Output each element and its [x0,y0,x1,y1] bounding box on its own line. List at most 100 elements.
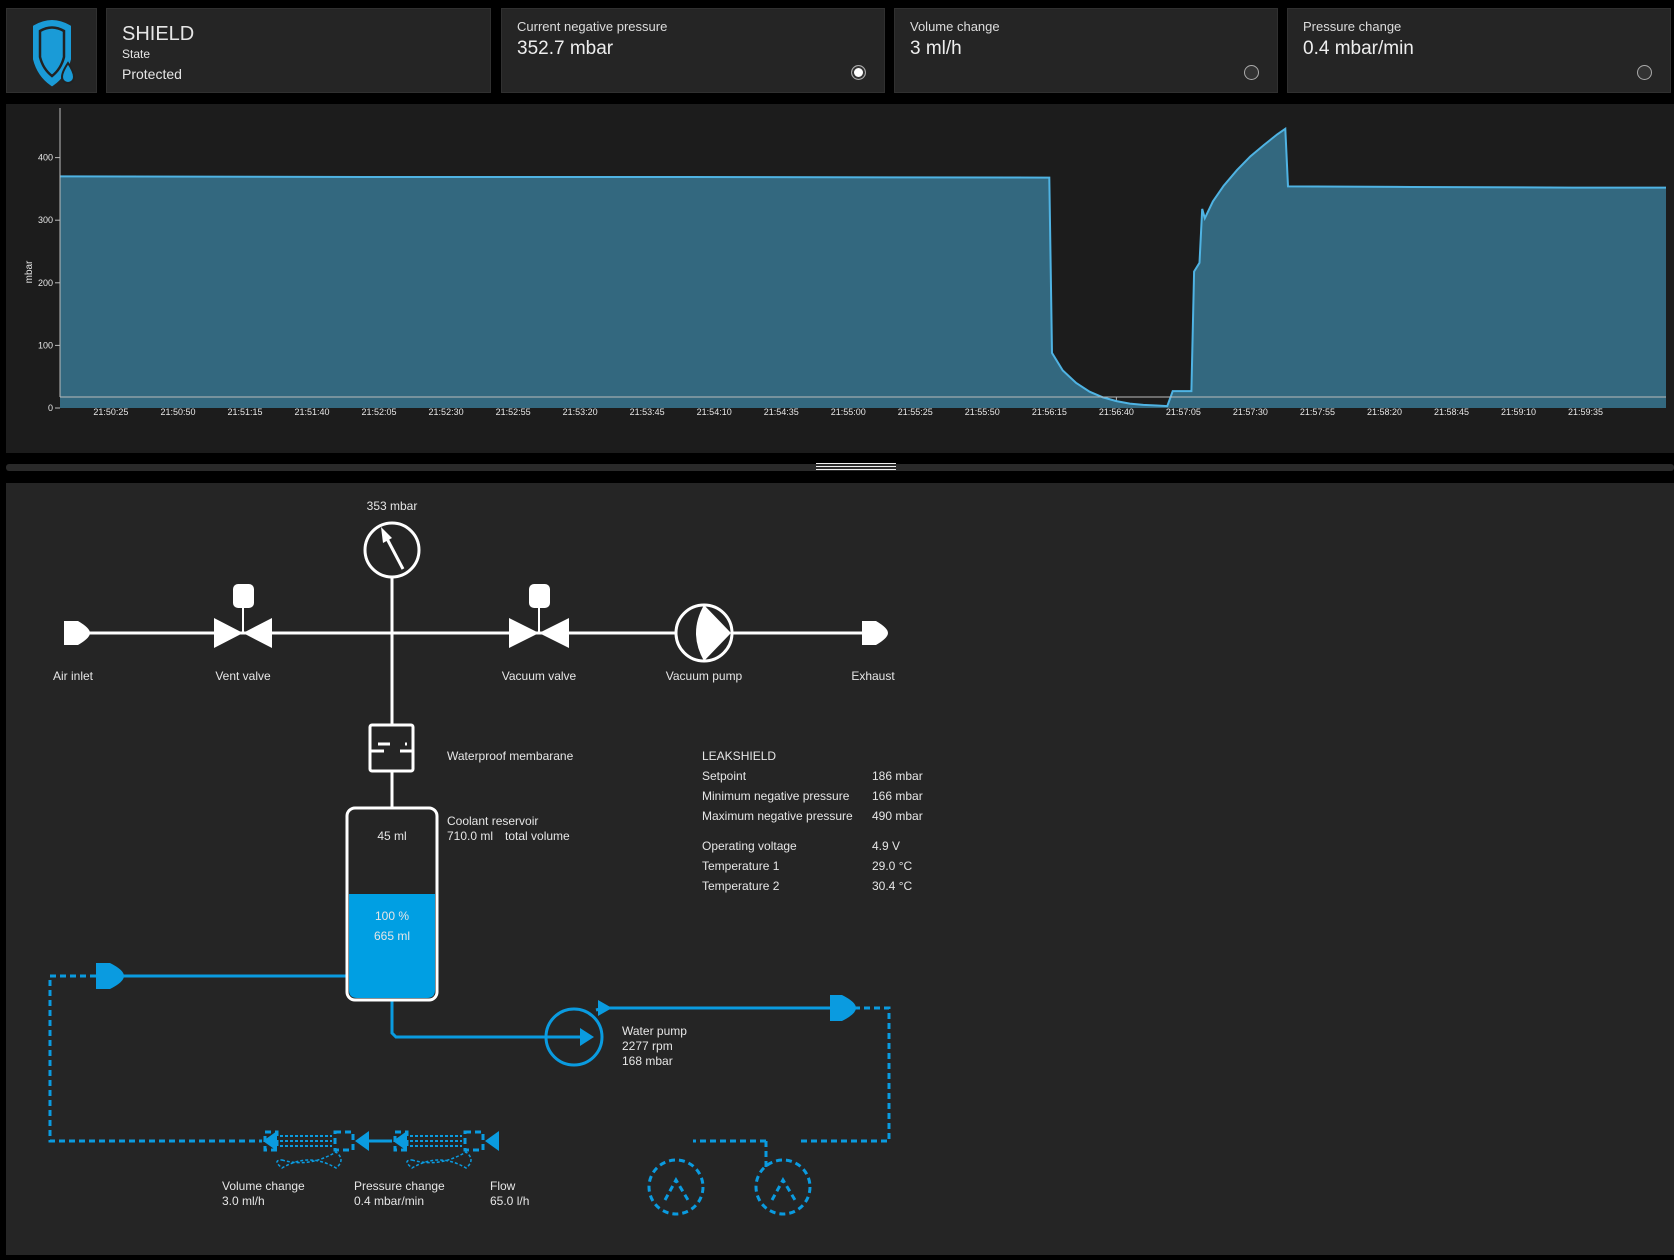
x-tick-label: 21:52:05 [362,407,397,417]
card-pressure-change[interactable]: Pressure change 0.4 mbar/min [1287,8,1671,93]
reservoir-total-label: total volume [505,829,570,843]
y-tick-label: 400 [38,153,53,163]
x-tick-label: 21:58:45 [1434,407,1469,417]
pump-outlet-line [595,1006,840,1012]
x-tick-label: 21:50:25 [93,407,128,417]
x-tick-label: 21:55:50 [965,407,1000,417]
exhaust-label: Exhaust [851,669,895,683]
air-inlet-arrow-icon[interactable] [64,621,90,645]
info-value: 166 mbar [872,789,923,803]
water-pump-icon[interactable] [544,1007,604,1067]
reservoir-fill-percent: 100 % [375,909,409,923]
membrane-label: Waterproof membarane [447,749,574,763]
y-axis-label: mbar [24,260,35,283]
reservoir-total-value: 710.0 ml [447,829,493,843]
x-tick-label: 21:52:30 [429,407,464,417]
state-value: Protected [122,66,182,82]
card-volume-change[interactable]: Volume change 3 ml/h [894,8,1278,93]
x-tick-label: 21:56:40 [1099,407,1134,417]
water-pump-rpm: 2277 rpm [622,1039,673,1053]
cooling-schematic: Air inlet Vent valve 353 mbar Vacuum val… [48,499,923,1216]
x-tick-label: 21:57:30 [1233,407,1268,417]
vacuum-valve-label: Vacuum valve [502,669,577,683]
x-tick-label: 21:51:15 [227,407,262,417]
x-tick-label: 21:58:20 [1367,407,1402,417]
vent-valve-label: Vent valve [215,669,271,683]
vacuum-pump-icon[interactable] [674,603,734,663]
chart-splitter-scrollbar[interactable] [6,463,1674,471]
info-value: 490 mbar [872,809,923,823]
x-tick-label: 21:53:20 [563,407,598,417]
radiator-1-icon [647,1158,705,1216]
loop-dotted-right [800,1006,891,1143]
reservoir-empty-volume: 45 ml [377,829,406,843]
info-label: Minimum negative pressure [702,789,850,803]
shield-drop-icon [33,20,76,87]
vent-valve-icon[interactable] [214,584,272,648]
x-tick-label: 21:54:35 [764,407,799,417]
sensor-value: 0.4 mbar/min [354,1194,424,1208]
x-tick-label: 21:57:05 [1166,407,1201,417]
info-label: Temperature 1 [702,859,780,873]
info-label: Temperature 2 [702,879,780,893]
card-value: 0.4 mbar/min [1303,38,1414,59]
flow-arrow-icon [598,1000,612,1016]
exhaust-arrow-icon [862,621,888,645]
info-label: Maximum negative pressure [702,809,853,823]
card-label: Pressure change [1303,19,1402,34]
sensor-value: 3.0 ml/h [222,1194,265,1208]
sensor-label: Pressure change [354,1179,445,1193]
sensor-value: 65.0 l/h [490,1194,529,1208]
card-label: Volume change [910,19,1000,34]
y-tick-label: 0 [48,403,53,413]
water-pump-label: Water pump [622,1024,687,1038]
x-tick-label: 21:52:55 [496,407,531,417]
membrane-icon [368,723,415,773]
x-tick-label: 21:57:55 [1300,407,1335,417]
card-value: 3 ml/h [910,38,962,59]
state-label: State [122,47,151,61]
info-value: 29.0 °C [872,859,912,873]
chart-area-fill [60,128,1666,409]
info-label: Setpoint [702,769,747,783]
x-tick-label: 21:56:15 [1032,407,1067,417]
card-label: Current negative pressure [517,19,668,34]
info-label: Operating voltage [702,839,797,853]
vacuum-valve-icon[interactable] [509,584,569,648]
card-current-negative-pressure[interactable]: Current negative pressure 352.7 mbar [501,8,885,93]
vacuum-pump-label: Vacuum pump [666,669,743,683]
air-inlet-label: Air inlet [53,669,94,683]
reservoir-outlet-line [390,1000,590,1039]
card-value: 352.7 mbar [517,38,614,59]
x-tick-label: 21:55:00 [831,407,866,417]
series-select-radio[interactable] [851,65,866,80]
x-tick-label: 21:54:10 [697,407,732,417]
splitter-handle[interactable] [816,463,896,471]
reservoir-fill-volume: 665 ml [374,929,410,943]
device-name: SHIELD [122,23,195,45]
logo-card [6,8,97,93]
info-value: 186 mbar [872,769,923,783]
loop-dotted-left [48,974,262,1143]
info-title: LEAKSHIELD [702,749,776,763]
series-select-radio[interactable] [1637,65,1652,80]
sensor-label: Flow [490,1179,516,1193]
schematic-panel: Air inlet Vent valve 353 mbar Vacuum val… [6,483,1674,1255]
radiator-2-icon [754,1158,812,1216]
sensor-arrows [263,1131,499,1151]
x-tick-label: 21:53:45 [630,407,665,417]
y-tick-label: 200 [38,278,53,288]
flow-arrow-icon [96,963,124,989]
series-select-radio[interactable] [1244,65,1259,80]
info-value: 30.4 °C [872,879,912,893]
water-pump-pressure: 168 mbar [622,1054,673,1068]
gauge-reading: 353 mbar [367,499,418,513]
chart-series-line [59,126,1666,408]
reservoir-label: Coolant reservoir [447,814,538,828]
x-tick-label: 21:59:10 [1501,407,1536,417]
coolant-reservoir [345,806,439,1002]
sensor-label: Volume change [222,1179,305,1193]
y-tick-label: 100 [38,340,53,350]
